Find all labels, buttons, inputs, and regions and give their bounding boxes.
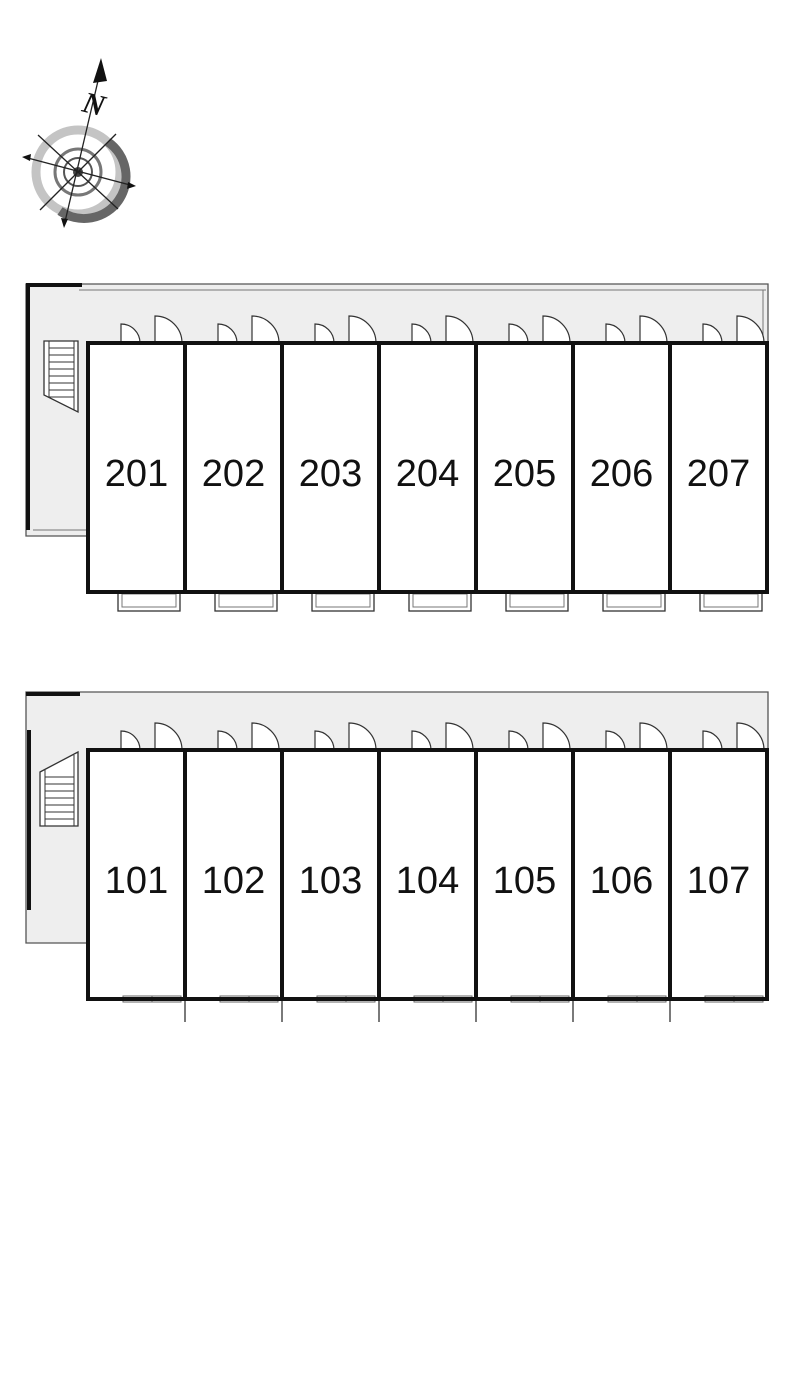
balcony-railing <box>703 593 759 608</box>
door-swing-icon <box>605 730 626 751</box>
balcony-railing <box>412 593 468 608</box>
door-swing-icon <box>411 323 432 344</box>
door-swing-icon <box>217 730 238 751</box>
door-swing-icon <box>120 323 141 344</box>
door-swing-icon <box>542 722 571 751</box>
door-swing-icon <box>120 730 141 751</box>
door-swing-icon <box>445 315 474 344</box>
door-swing-icon <box>639 315 668 344</box>
unit-105: 105 <box>475 722 571 1022</box>
balcony-railing <box>315 593 371 608</box>
unit-106: 106 <box>572 722 668 1022</box>
balcony-railing <box>606 593 662 608</box>
unit-102: 102 <box>184 722 280 1022</box>
door-swing-icon <box>605 323 626 344</box>
balcony-railing <box>509 593 565 608</box>
unit-number: 106 <box>590 860 653 902</box>
unit-number: 201 <box>105 453 168 495</box>
door-swing-icon <box>348 722 377 751</box>
door-swing-icon <box>251 315 280 344</box>
unit-number: 206 <box>590 453 653 495</box>
door-swing-icon <box>702 730 723 751</box>
door-swing-icon <box>411 730 432 751</box>
balcony-railing <box>121 593 177 608</box>
unit-number: 105 <box>493 860 556 902</box>
unit-number: 103 <box>299 860 362 902</box>
floor-plan-lower: 101 102 103 104 105 106 107 <box>25 691 769 1022</box>
door-swing-icon <box>314 730 335 751</box>
unit-207: 207 <box>687 315 765 612</box>
staircase-icon <box>43 340 79 414</box>
unit-203: 203 <box>299 315 377 612</box>
unit-103: 103 <box>281 722 377 1022</box>
staircase-icon <box>39 750 79 827</box>
door-swing-icon <box>445 722 474 751</box>
door-swing-icon <box>154 722 183 751</box>
door-swing-icon <box>542 315 571 344</box>
unit-107: 107 <box>669 722 765 1022</box>
door-swing-icon <box>508 730 529 751</box>
unit-number: 202 <box>202 453 265 495</box>
door-swing-icon <box>154 315 183 344</box>
unit-number: 104 <box>396 860 459 902</box>
unit-101: 101 <box>105 722 183 1003</box>
unit-number: 203 <box>299 453 362 495</box>
floor-plan-upper: 201 202 203 204 205 206 207 <box>25 283 769 612</box>
unit-206: 206 <box>590 315 668 612</box>
door-swing-icon <box>314 323 335 344</box>
unit-number: 205 <box>493 453 556 495</box>
balcony-railing <box>218 593 274 608</box>
unit-row-upper: 201 202 203 204 205 206 207 <box>86 315 769 612</box>
door-swing-icon <box>508 323 529 344</box>
exterior-wall <box>86 748 769 1001</box>
door-swing-icon <box>736 315 765 344</box>
unit-number: 102 <box>202 860 265 902</box>
north-label: N <box>78 86 109 124</box>
unit-202: 202 <box>202 315 280 612</box>
door-swing-icon <box>217 323 238 344</box>
unit-104: 104 <box>378 722 474 1022</box>
compass-rose-icon: N <box>22 58 136 228</box>
door-swing-icon <box>702 323 723 344</box>
unit-204: 204 <box>396 315 474 612</box>
exterior-wall <box>86 341 769 594</box>
unit-number: 101 <box>105 860 168 902</box>
door-swing-icon <box>639 722 668 751</box>
unit-205: 205 <box>493 315 571 612</box>
unit-201: 201 <box>105 315 183 612</box>
unit-number: 107 <box>687 860 750 902</box>
unit-number: 207 <box>687 453 750 495</box>
unit-number: 204 <box>396 453 459 495</box>
door-swing-icon <box>251 722 280 751</box>
door-swing-icon <box>348 315 377 344</box>
door-swing-icon <box>736 722 765 751</box>
unit-row-lower: 101 102 103 104 105 106 107 <box>86 722 769 1022</box>
